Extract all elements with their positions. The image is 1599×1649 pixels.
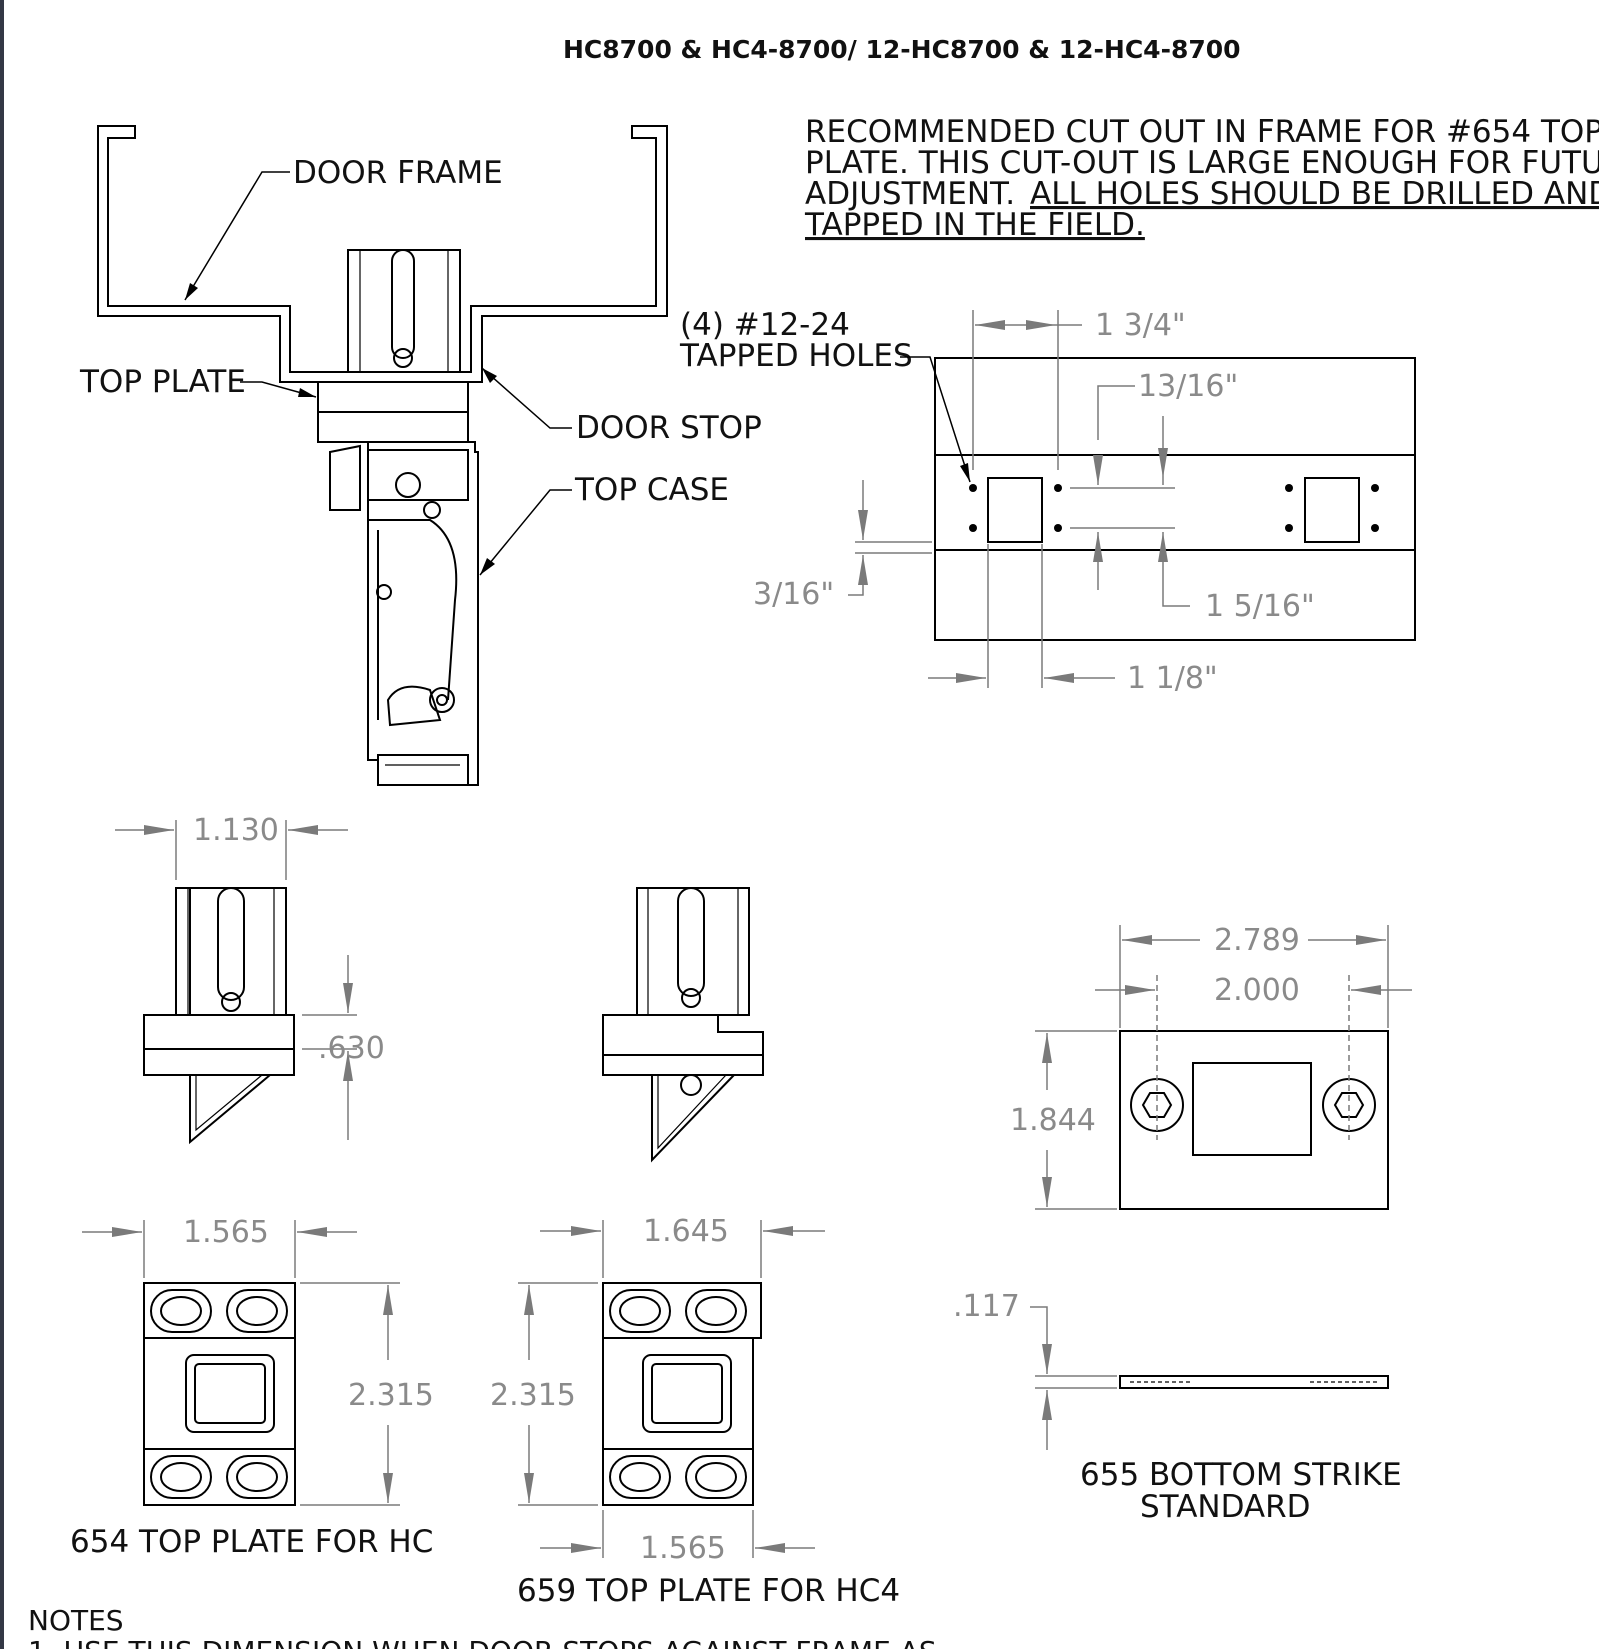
recommend-line-3-plain: ADJUSTMENT. — [805, 176, 1015, 212]
notes-section: NOTES 1. USE THIS DIMENSION WHEN DOOR ST… — [28, 1604, 937, 1649]
dim-659-width-top: 1.645 — [643, 1214, 729, 1249]
side-view-654: 1.130 .630 — [115, 813, 385, 1145]
bottom-strike: 2.789 2.000 1.844 .117 655 BOTTOM STRIKE… — [953, 923, 1412, 1525]
top-case-assembly — [317, 249, 479, 786]
label-door-stop: DOOR STOP — [576, 410, 762, 446]
label-door-frame: DOOR FRAME — [293, 155, 503, 191]
top-plate-659: 1.645 2.315 1.565 659 TOP PLATE FOR HC4 — [490, 1214, 900, 1609]
dim-3-16: 3/16" — [753, 577, 834, 612]
label-tapped-holes-1: (4) #12-24 — [680, 307, 850, 343]
recommend-line-4-underlined: TAPPED IN THE FIELD. — [804, 207, 1145, 243]
notes-item-1: 1. USE THIS DIMENSION WHEN DOOR STOPS AG… — [28, 1635, 937, 1649]
recommend-line-2: PLATE. THIS CUT-OUT IS LARGE ENOUGH FOR … — [805, 145, 1599, 181]
cutout-view: (4) #12-24 TAPPED HOLES 1 3/4" 13/16" 3/… — [679, 307, 1416, 696]
main-callouts: DOOR FRAME TOP PLATE DOOR STOP TOP CASE — [79, 155, 762, 576]
label-tapped-holes-2: TAPPED HOLES — [679, 338, 913, 374]
dim-2-789: 2.789 — [1214, 923, 1300, 958]
dim-654-width: 1.565 — [183, 1215, 269, 1250]
dim-1-1-8: 1 1/8" — [1127, 661, 1218, 696]
strike-caption-1: 655 BOTTOM STRIKE — [1080, 1457, 1402, 1493]
dim-654-height: 2.315 — [348, 1378, 434, 1413]
dim-1-3-4: 1 3/4" — [1095, 308, 1186, 343]
drawing-title: HC8700 & HC4-8700/ 12-HC8700 & 12-HC4-87… — [563, 35, 1241, 64]
dim-659-height: 2.315 — [490, 1378, 576, 1413]
dim-659-width-bottom: 1.565 — [640, 1531, 726, 1566]
strike-caption-2: STANDARD — [1140, 1489, 1311, 1525]
dim-117: .117 — [953, 1289, 1020, 1324]
dim-1-130: 1.130 — [193, 813, 279, 848]
plate-659-caption: 659 TOP PLATE FOR HC4 — [517, 1573, 900, 1609]
notes-heading: NOTES — [28, 1604, 124, 1637]
dim-2-000: 2.000 — [1214, 973, 1300, 1008]
dim-1-5-16: 1 5/16" — [1205, 589, 1315, 624]
top-plate-654: 1.565 2.315 654 TOP PLATE FOR HC — [70, 1215, 434, 1560]
dim-1-844: 1.844 — [1010, 1103, 1096, 1138]
label-top-plate: TOP PLATE — [79, 364, 246, 400]
recommendation-note: RECOMMENDED CUT OUT IN FRAME FOR #654 TO… — [804, 114, 1599, 243]
dim-13-16: 13/16" — [1138, 369, 1238, 404]
side-view-659 — [602, 887, 764, 1163]
label-top-case: TOP CASE — [574, 472, 729, 508]
dim-630: .630 — [318, 1031, 385, 1066]
recommend-line-1: RECOMMENDED CUT OUT IN FRAME FOR #654 TO… — [805, 114, 1599, 150]
recommend-line-3-underlined: ALL HOLES SHOULD BE DRILLED AND — [1030, 176, 1599, 212]
plate-654-caption: 654 TOP PLATE FOR HC — [70, 1524, 433, 1560]
